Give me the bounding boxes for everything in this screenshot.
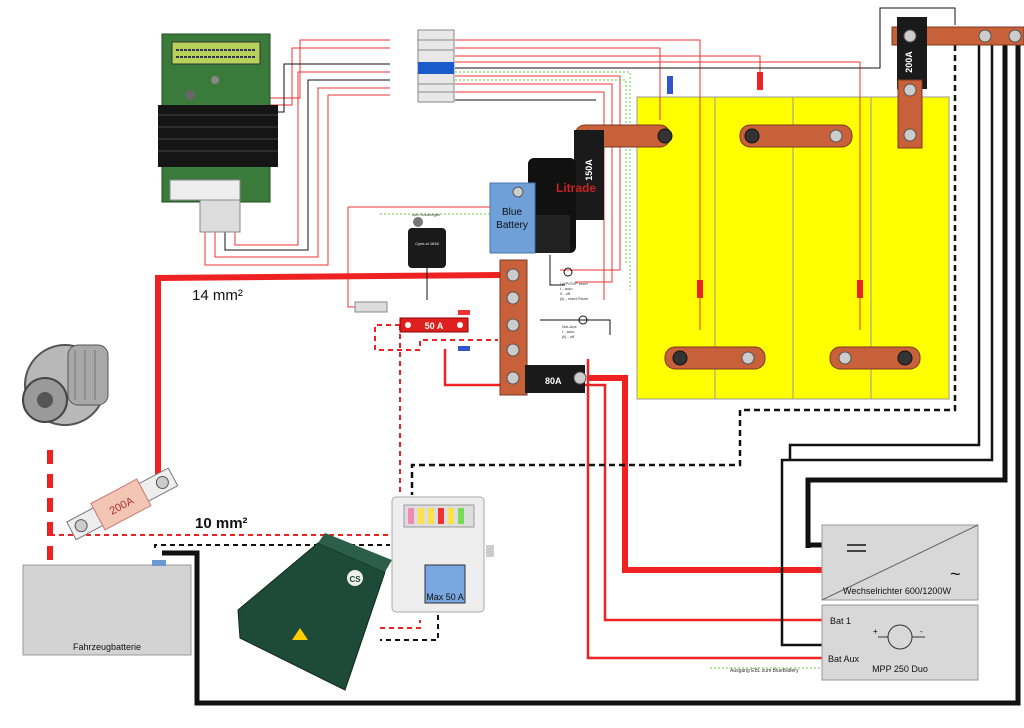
ausgang-ebl-label: Ausgang EBL zum BlueBattery [730, 668, 799, 674]
fuse-50-label: 50 A [425, 321, 444, 331]
top-busbar: 200A [891, 17, 1024, 149]
fahrzeugbatterie-label: Fahrzeugbatterie [73, 642, 141, 652]
notaus-label-3: (ii) - off [562, 334, 575, 339]
dashed-red-cables [47, 324, 498, 629]
litrade-label: Litrade [556, 181, 596, 195]
wechselrichter-label: Wechselrichter 600/1200W [843, 586, 951, 596]
max50-label: Max 50 A [426, 592, 464, 602]
main-busbar: 150A 80A [499, 130, 604, 396]
plus-symbol: + [873, 627, 878, 636]
uvp-label-3: 0 - off [560, 291, 571, 296]
notaus-label-2: I - auto [562, 329, 575, 334]
fuse-150-label: 150A [584, 159, 594, 181]
minus-symbol: - [920, 627, 923, 636]
inverter: ~ Wechselrichter 600/1200W [821, 524, 979, 601]
alternator [22, 344, 109, 426]
blue-battery-box: Blue Battery [489, 182, 536, 254]
cyrix-relay: Cyrix-ct 1616 [408, 217, 446, 300]
notaus-label-1: Not-Aus [562, 324, 576, 329]
annotations: 14 mm² 10 mm² zum Solarregler UVP/OVP re… [192, 212, 822, 674]
ac-symbol: ~ [950, 564, 961, 584]
charger: CS [237, 533, 392, 691]
fahrzeugbatterie: Fahrzeugbatterie [22, 560, 192, 656]
uvp-label-2: I - auto [560, 286, 573, 291]
fuse-50: 50 A [354, 301, 470, 351]
bataux-label: Bat Aux [828, 654, 860, 664]
terminal-block [417, 29, 455, 103]
signal-wires [204, 7, 956, 335]
negative-cables [154, 35, 1021, 706]
mpp-label: MPP 250 Duo [872, 664, 928, 674]
fuse-box: Max 50 A [391, 496, 494, 613]
cable-14-label: 14 mm² [192, 287, 243, 304]
cyrix-label: Cyrix-ct 1616 [415, 241, 439, 246]
bat1-label: Bat 1 [830, 616, 851, 626]
uvp-label-4: (ii) - reset Rückr [560, 296, 589, 301]
cable-10-label: 10 mm² [195, 515, 248, 532]
solarregler-label: zum Solarregler [412, 212, 441, 217]
uvp-label-1: UVP/OVP reset [560, 281, 589, 286]
fuse-200-left: 200A [66, 467, 179, 541]
fuse-200-top-label: 200A [904, 51, 914, 73]
cs-brand: CS [349, 575, 361, 584]
blue-battery-label-2: Battery [496, 220, 528, 231]
litrade-relay: Litrade [528, 158, 596, 253]
mpp-controller: + - Bat 1 Bat Aux MPP 250 Duo [821, 604, 979, 681]
blue-battery-label-1: Blue [502, 207, 522, 218]
fuse-80-label: 80A [545, 376, 562, 386]
positive-cables [155, 272, 825, 660]
controller-board [158, 33, 278, 233]
